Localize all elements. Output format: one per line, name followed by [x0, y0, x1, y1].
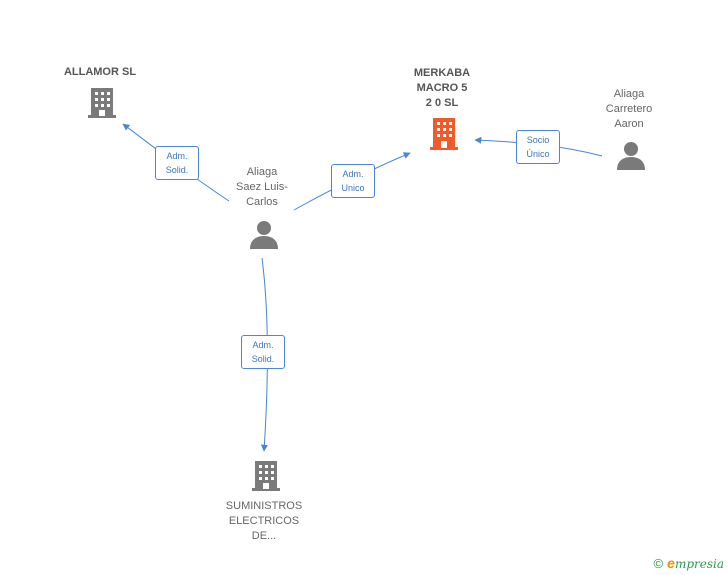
building-icon[interactable] [86, 86, 118, 120]
edge-label-adm-solid-allamor: Adm. Solid. [155, 146, 199, 180]
person-icon[interactable] [616, 141, 646, 171]
edge-label-adm-solid-suministros: Adm. Solid. [241, 335, 285, 369]
building-icon-highlighted[interactable] [428, 116, 460, 152]
company-label-allamor[interactable]: ALLAMOR SL [63, 66, 137, 78]
company-label-suministros[interactable]: SUMINISTROS ELECTRICOS DE... [225, 500, 303, 542]
company-label-merkaba[interactable]: MERKABA MACRO 5 2 0 SL [413, 67, 471, 109]
edge-label-socio-unico: Socio Único [516, 130, 560, 164]
footer-brand: ©empresia [654, 555, 724, 571]
person-icon[interactable] [249, 220, 279, 250]
copyright-symbol: © [653, 556, 664, 571]
building-icon[interactable] [250, 459, 282, 493]
edge-label-adm-unico: Adm. Unico [331, 164, 375, 198]
person-label-aliaga-carretero[interactable]: Aliaga Carretero Aaron [605, 88, 653, 130]
brand-logo-text: mpresia [674, 557, 724, 571]
person-label-aliaga-saez[interactable]: Aliaga Saez Luis- Carlos [236, 166, 288, 208]
brand-logo-e: e [667, 555, 675, 571]
